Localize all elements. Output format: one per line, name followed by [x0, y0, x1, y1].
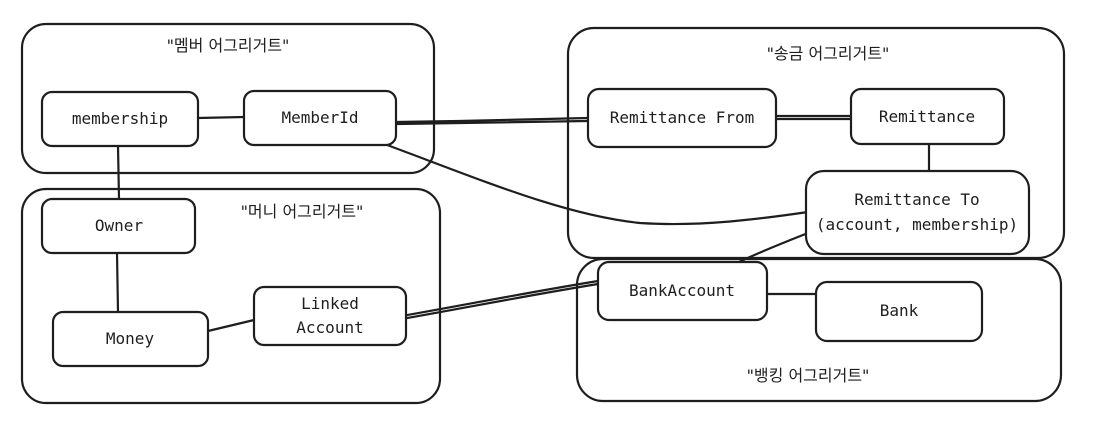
- node-owner-label: Owner: [95, 216, 144, 235]
- edge-owner-money: [115, 251, 120, 314]
- node-bank-account: BankAccount: [596, 260, 769, 322]
- group-member-label: "멤버 어그리거트": [167, 36, 290, 55]
- node-bank: Bank: [814, 280, 984, 343]
- node-money-label: Money: [106, 329, 155, 348]
- node-member-id-label: MemberId: [281, 108, 358, 127]
- group-money-label: "머니 어그리거트": [241, 202, 364, 221]
- node-money: Money: [51, 310, 210, 368]
- edge-memberid-remittance-to: [366, 136, 810, 226]
- group-remittance-label: "송금 어그리거트": [767, 44, 890, 63]
- group-money-aggregate: "머니 어그리거트": [20, 187, 442, 405]
- node-remittance-from-label: Remittance From: [610, 108, 755, 127]
- node-membership-label: membership: [72, 109, 168, 128]
- node-linked-account-line1: Linked: [301, 294, 359, 313]
- node-linked-account: Linked Account: [252, 285, 408, 347]
- node-remittance-to-line2: (account, membership): [816, 215, 1018, 234]
- edge-memberid-remittance-from: [394, 116, 590, 126]
- connectors: [115, 114, 931, 333]
- node-remittance-label: Remittance: [879, 107, 975, 126]
- node-bank-account-label: BankAccount: [629, 281, 735, 300]
- node-remittance-to: Remittance To (account, membership): [804, 169, 1031, 256]
- edge-linked-account-bankaccount: [400, 279, 600, 321]
- edge-membership-owner: [116, 144, 121, 201]
- edge-money-linked-account: [206, 318, 256, 333]
- group-banking-label: "뱅킹 어그리거트": [747, 366, 870, 385]
- node-membership: membership: [40, 90, 200, 148]
- node-member-id: MemberId: [242, 89, 398, 147]
- edge-remittance-from-remittance: [774, 114, 853, 121]
- node-owner: Owner: [40, 197, 197, 255]
- edge-membership-memberid: [196, 115, 246, 120]
- node-remittance: Remittance: [849, 87, 1006, 146]
- node-linked-account-line2: Account: [296, 318, 363, 337]
- node-remittance-from: Remittance From: [586, 87, 778, 149]
- node-bank-label: Bank: [880, 301, 919, 320]
- node-remittance-to-line1: Remittance To: [854, 190, 979, 209]
- group-banking-aggregate: "뱅킹 어그리거트": [575, 257, 1063, 403]
- group-member-aggregate: "멤버 어그리거트": [20, 22, 436, 175]
